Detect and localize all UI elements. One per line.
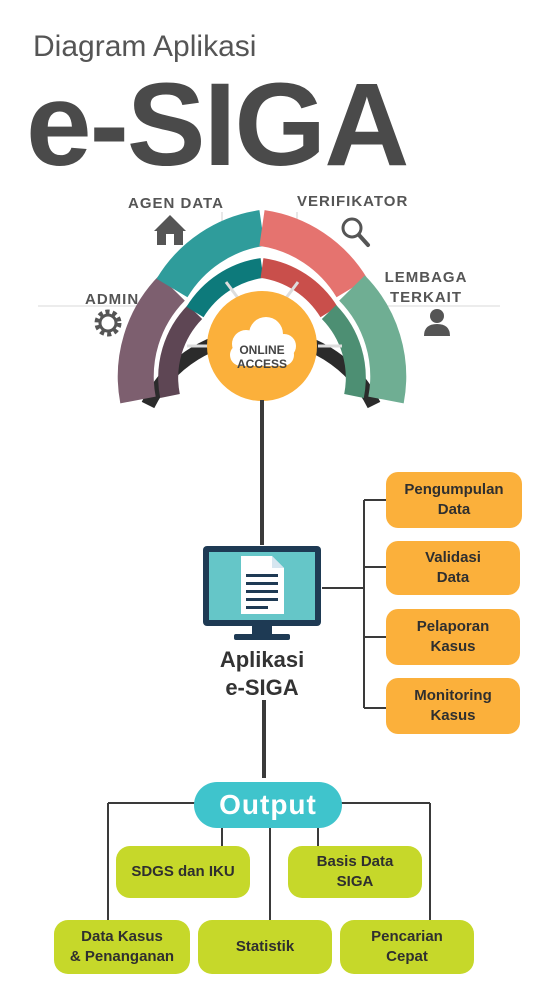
output-basis-line2: SIGA [336,873,374,890]
app-label-line2: e-SIGA [225,675,299,700]
function-label-line2: Data [436,569,470,586]
arc-verifikator [258,210,368,298]
hub-label: ONLINE ACCESS [222,343,302,371]
role-lembaga-line1: LEMBAGA [384,269,468,286]
monitor-document-icon [203,546,321,640]
function-label-line1: Pengumpulan [404,481,504,498]
arc-lembaga-inner [321,305,366,398]
app-label-line1: Aplikasi [219,647,305,672]
diagram-subtitle: Diagram Aplikasi [33,30,257,63]
arc-admin [117,275,186,404]
output-basis-line1: Basis Data [316,853,394,870]
output-pencarian-line2: Cepat [386,948,428,965]
function-label-line2: Kasus [430,707,476,724]
gear-icon [94,309,122,337]
arc-agen-inner [186,258,264,318]
output-statistik[interactable]: Statistik [198,920,332,974]
role-admin: ADMIN [85,291,140,308]
function-label-line2: Data [437,501,471,518]
magnifier-icon [341,217,370,247]
role-lembaga-line2: TERKAIT [390,289,462,306]
output-statistik-label: Statistik [235,938,295,955]
role-agen-data: AGEN DATA [128,195,224,212]
output-pill[interactable]: Output [194,782,342,828]
role-verifikator: VERIFIKATOR [297,193,409,210]
hub-label-line1: ONLINE [239,343,285,357]
diagram-title: e-SIGA [26,59,409,191]
output-data-kasus-penanganan[interactable]: Data Kasus & Penanganan [54,920,190,974]
cloud-icon [230,317,296,366]
output-pencarian-line1: Pencarian [371,928,443,945]
output-sdgs-label: SDGS dan IKU [131,863,235,880]
output-sdgs-iku[interactable]: SDGS dan IKU [116,846,250,898]
house-icon [154,215,186,245]
output-data-kasus-line1: Data Kasus [81,928,163,945]
hub-label-line2: ACCESS [236,357,287,371]
function-label-line1: Monitoring [414,687,492,704]
arc-lembaga [338,275,407,404]
function-label-line1: Pelaporan [416,618,490,635]
app-label: Aplikasi e-SIGA [192,646,332,702]
arc-admin-inner [158,305,203,398]
function-label-line1: Validasi [425,549,481,566]
arc-agen-data [156,210,266,298]
role-lembaga-terkait: LEMBAGA TERKAIT [384,268,468,308]
function-label-line2: Kasus [430,638,476,655]
arc-verifikator-inner [260,258,338,318]
spoke-upper-left [224,281,240,299]
person-icon [424,309,450,336]
output-data-kasus-line2: & Penanganan [69,948,175,965]
spoke-upper-right [284,281,300,299]
